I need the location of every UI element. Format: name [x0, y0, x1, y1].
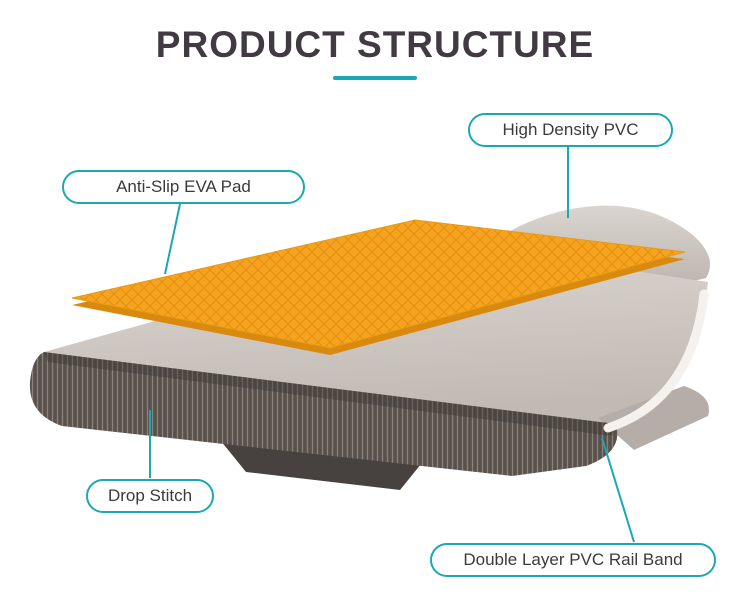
label-double-layer-pvc-rail-band: Double Layer PVC Rail Band	[430, 543, 716, 577]
front-face-shade	[44, 352, 616, 436]
label-drop-stitch: Drop Stitch	[86, 479, 214, 513]
leader-line-anti-slip-eva-pad	[164, 203, 181, 275]
rail-band-stripe	[603, 289, 709, 433]
drop-stitch-band	[29, 352, 618, 476]
label-anti-slip-eva-pad: Anti-Slip EVA Pad	[62, 170, 305, 204]
eva-pad-shape	[71, 219, 686, 349]
leader-lines	[149, 146, 635, 543]
label-high-density-pvc-text: High Density PVC	[502, 120, 639, 139]
label-high-density-pvc: High Density PVC	[468, 113, 673, 147]
board-tail-tip-shape	[598, 386, 709, 450]
label-double-layer-pvc-rail-band-text: Double Layer PVC Rail Band	[463, 550, 683, 569]
label-anti-slip-eva-pad-text: Anti-Slip EVA Pad	[116, 177, 251, 196]
label-drop-stitch-text: Drop Stitch	[107, 486, 193, 505]
title-underline	[333, 76, 417, 80]
page-title: PRODUCT STRUCTURE	[155, 24, 595, 65]
leader-line-rail-band	[601, 437, 635, 543]
